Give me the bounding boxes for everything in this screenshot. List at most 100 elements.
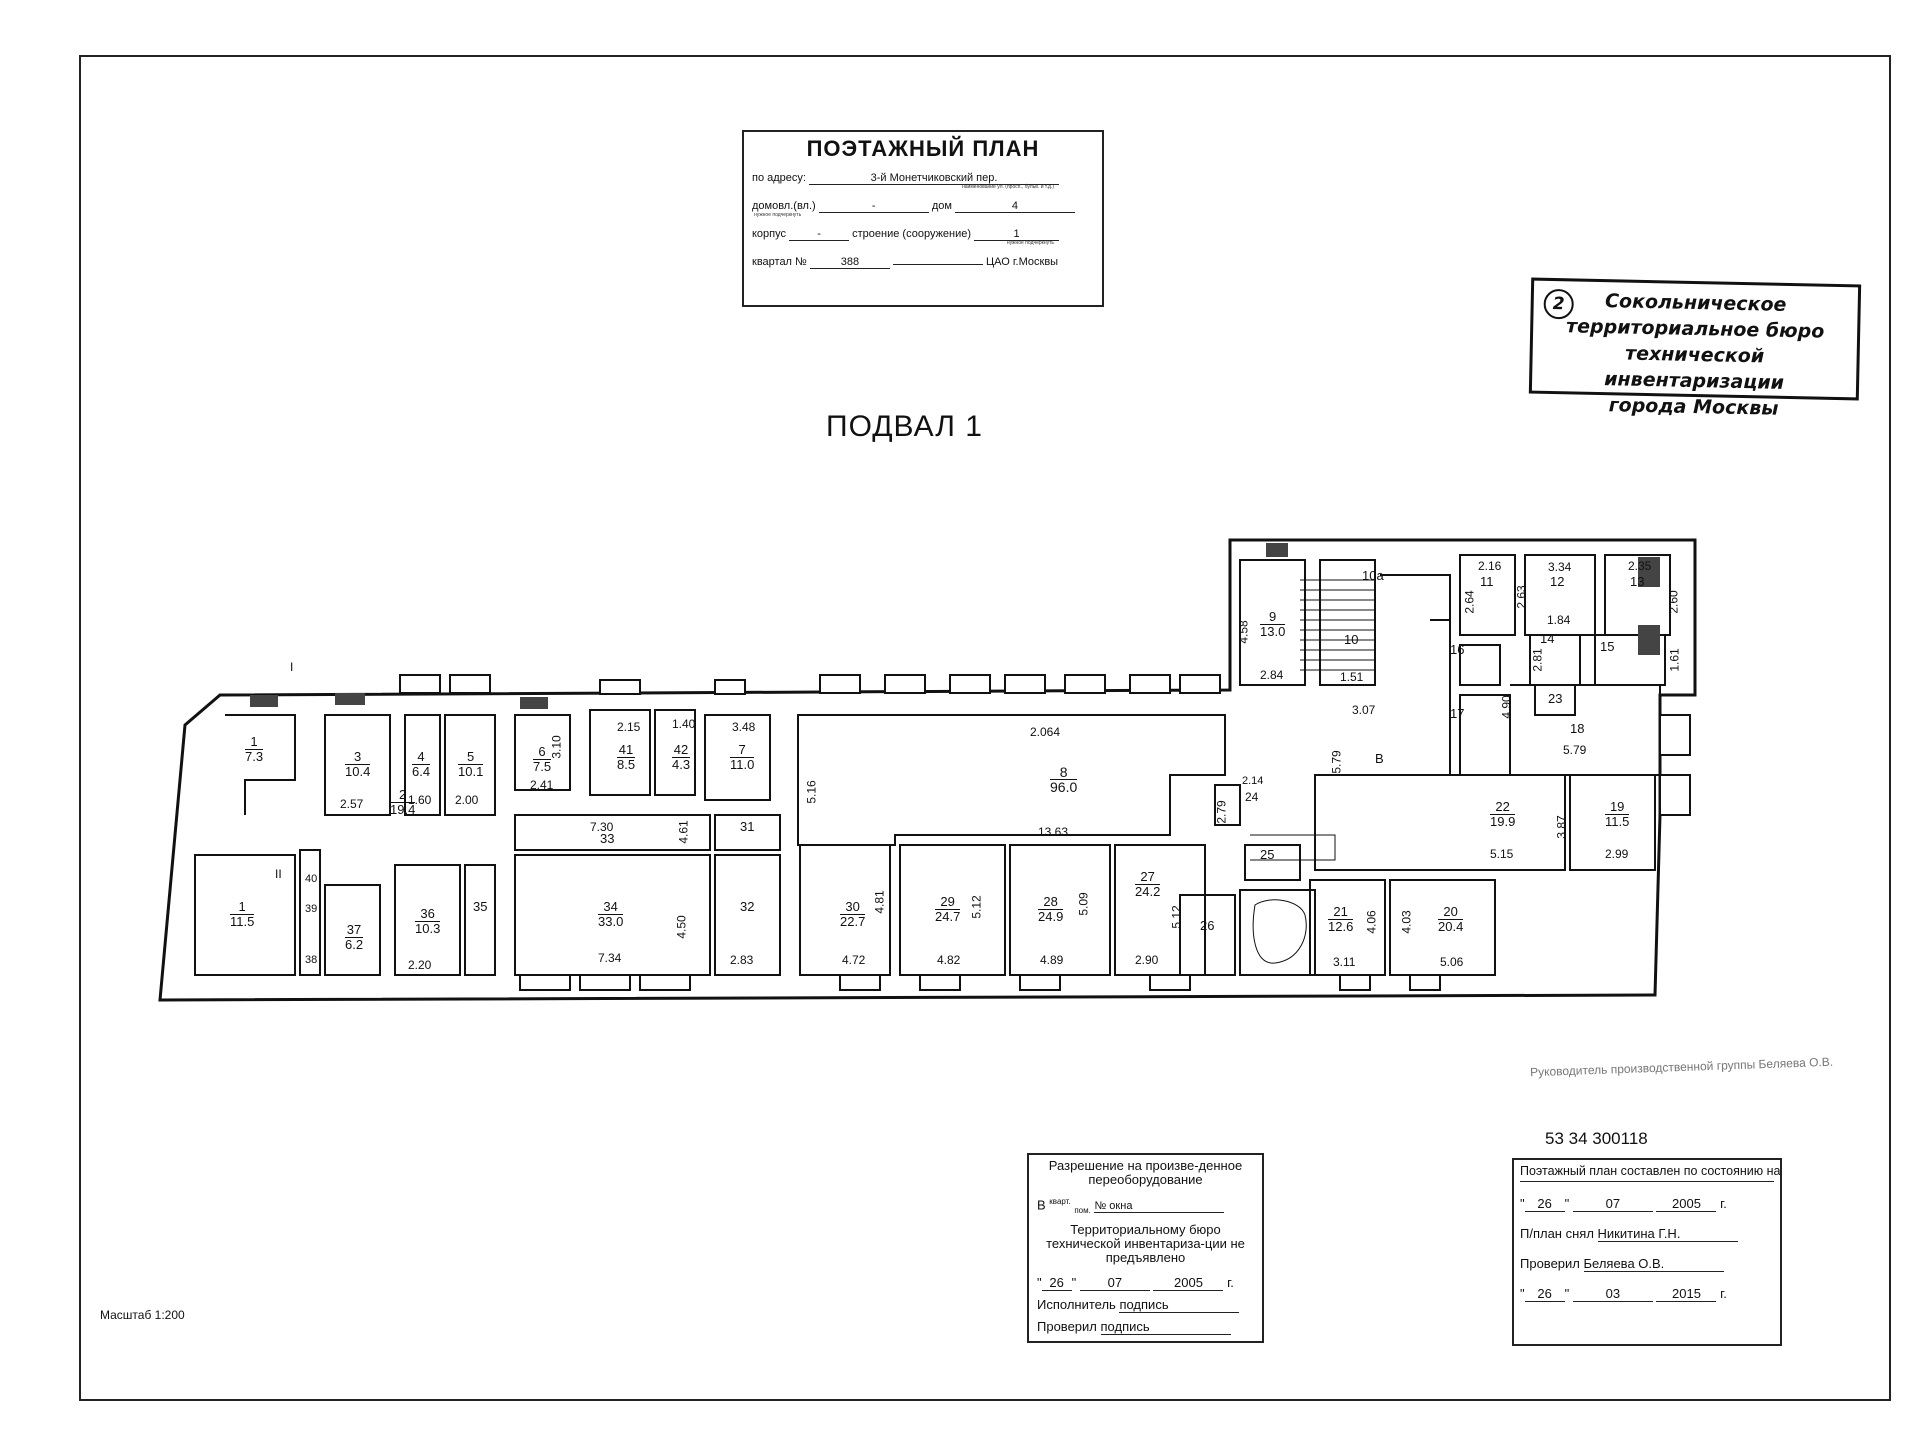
permission-date: "26" 07 2005 г.	[1037, 1274, 1234, 1291]
dimension: 3.11	[1333, 955, 1356, 969]
room-label-plain: В	[1375, 751, 1384, 766]
dimension: 2.60	[1666, 590, 1681, 614]
permission-text: Территориальному бюро технической инвент…	[1046, 1221, 1245, 1265]
room-label-plain: 24	[1245, 790, 1259, 804]
dimension: 4.81	[872, 890, 887, 914]
stamp-line3: технической инвентаризации	[1604, 342, 1785, 394]
state-taken-value: Никитина Г.Н.	[1597, 1226, 1738, 1242]
dimension: 2.90	[1135, 953, 1159, 967]
dimension: 2.63	[1514, 585, 1529, 609]
dimension: 3.87	[1554, 815, 1569, 839]
dimension: 2.79	[1214, 800, 1229, 824]
section-mark: I	[290, 660, 294, 674]
dimension: 2.57	[340, 797, 364, 811]
address-value: 3-й Монетчиковский пер.	[809, 172, 1060, 185]
permission-okna: № окна	[1094, 1200, 1225, 1214]
permission-box: Разрешение на произве-денное переоборудо…	[1027, 1153, 1264, 1343]
dimension: 5.12	[969, 895, 984, 919]
district: ЦАО г.Москвы	[986, 256, 1059, 268]
state-title: Поэтажный план составлен по состоянию на	[1520, 1164, 1780, 1182]
dimension: 2.41	[530, 778, 554, 792]
title-heading: ПОЭТАЖНЫЙ ПЛАН	[806, 136, 1040, 161]
room-label-plain: 33	[600, 831, 615, 846]
dimension: 2.14	[1242, 775, 1264, 787]
kvartal-value: 388	[809, 256, 890, 269]
dimension: 2.064	[1030, 725, 1061, 739]
room-label-plain: 32	[740, 899, 755, 914]
address-row: по адресу: 3-й Монетчиковский пер.	[752, 172, 1094, 185]
state-checked-label: Проверил	[1520, 1256, 1580, 1271]
dimension: 4.61	[676, 820, 691, 844]
dimension: 5.79	[1563, 743, 1587, 757]
domovl-sub: нужное подчеркнуть	[754, 212, 802, 218]
room-label-plain: 13	[1630, 574, 1645, 589]
dimension: 2.20	[408, 958, 432, 972]
permission-checked: Проверил подпись	[1037, 1319, 1254, 1335]
dimension: 2.35	[1628, 559, 1652, 573]
room-label-plain: 23	[1548, 691, 1563, 706]
dimension: 4.06	[1364, 910, 1379, 934]
state-month-2: 03	[1572, 1286, 1653, 1302]
dimension: 1.51	[1340, 670, 1364, 684]
state-g-1: г.	[1720, 1196, 1727, 1211]
permission-kvart-sub: пом.	[1074, 1205, 1091, 1215]
bti-stamp: 2 Сокольническое территориальное бюро те…	[1528, 277, 1862, 420]
korpus-value: -	[789, 228, 850, 241]
dimension: 1.60	[408, 793, 432, 807]
plan-state-box: Поэтажный план составлен по состоянию на…	[1512, 1158, 1782, 1346]
room-label-plain: 11	[1480, 574, 1494, 589]
permission-executor-label: Исполнитель	[1037, 1296, 1116, 1312]
room-label-plain: 18	[1570, 721, 1585, 736]
permission-executor: Исполнитель подпись	[1037, 1297, 1254, 1313]
state-year-1: 2005	[1656, 1196, 1717, 1212]
permission-month: 07	[1079, 1275, 1150, 1291]
kvartal-row: квартал № 388 ЦАО г.Москвы	[752, 256, 1094, 269]
dimension: 2.99	[1605, 847, 1629, 861]
dimension: 3.48	[732, 720, 756, 734]
room-label-plain: 31	[740, 819, 755, 834]
dimension: 2.16	[1478, 559, 1502, 573]
domovl-label: домовл.(вл.)	[752, 200, 816, 212]
dimension: 5.15	[1490, 847, 1514, 861]
dimension: 2.83	[730, 953, 754, 967]
dimension: 4.89	[1040, 953, 1064, 967]
plan-walls	[158, 538, 1697, 1002]
kvartal-blank	[892, 264, 983, 265]
dimension: 5.79	[1329, 750, 1344, 774]
room-label-plain: 10а	[1362, 568, 1384, 583]
room-label-plain: 39	[305, 903, 318, 915]
domovl-row: домовл.(вл.) - дом 4	[752, 200, 1094, 213]
dimension: 7.30	[590, 820, 614, 834]
floor-title: ПОДВАЛ 1	[826, 410, 983, 443]
dimension: 3.34	[1548, 560, 1572, 574]
dom-label: дом	[931, 200, 952, 212]
address-label: по адресу:	[752, 172, 806, 184]
dimension: 3.07	[1352, 703, 1376, 717]
dimension: 4.50	[674, 915, 689, 939]
state-year-2: 2015	[1656, 1286, 1717, 1302]
permission-g: г.	[1227, 1274, 1234, 1290]
dimension: 5.12	[1169, 905, 1184, 929]
room-label-plain: 26	[1200, 918, 1215, 933]
dimension: 13.63	[1038, 825, 1069, 839]
cadastral-number: 53 34 300118	[1545, 1129, 1648, 1148]
dom-value: 4	[954, 200, 1075, 213]
dimension: 1.84	[1547, 613, 1571, 627]
dimension: 2.64	[1462, 590, 1477, 614]
stroenie-sub: нужное подчеркнуть	[1006, 240, 1054, 246]
room-label-plain: 10	[1344, 632, 1359, 647]
dimension: 3.10	[549, 735, 564, 759]
permission-checked-value: подпись	[1100, 1319, 1231, 1335]
